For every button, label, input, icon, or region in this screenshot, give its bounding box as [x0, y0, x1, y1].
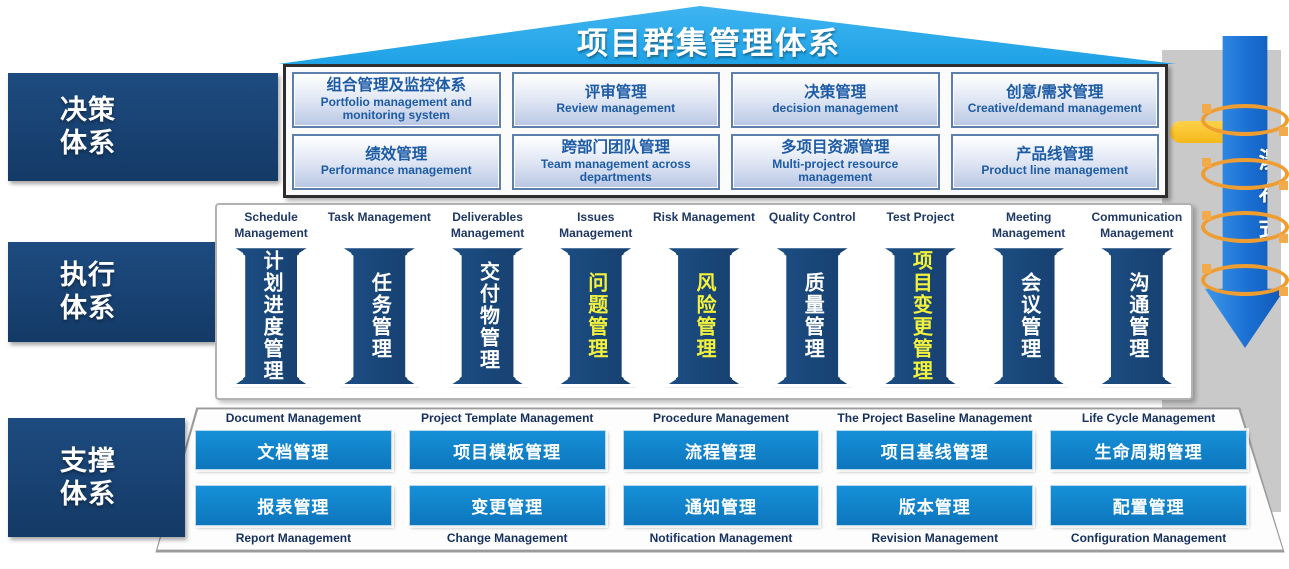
support-label-report: Report Management	[235, 531, 352, 545]
support-label-revision: Revision Management	[871, 531, 999, 545]
pillar-header-deliverables: Deliverables Management	[450, 210, 525, 240]
pillar-risk: 风险管理	[663, 245, 744, 388]
pillar-header-quality: Quality Control	[768, 210, 856, 224]
pillar-header-schedule: Schedule Management	[234, 210, 308, 240]
decision-box-en: Portfolio management and monitoring syst…	[320, 94, 472, 123]
roof-triangle: 项目群集管理体系	[278, 6, 1176, 64]
support-row1-boxes: 文档管理 项目模板管理 流程管理 项目基线管理 生命周期管理	[195, 430, 1247, 470]
decision-box-review: 评审管理 Review management	[511, 72, 720, 128]
loop-ring-icon	[1201, 158, 1289, 190]
loop-ring-icon	[1201, 264, 1289, 296]
pillar-text: 风险管理	[692, 272, 715, 361]
support-box-project-baseline: 项目基线管理	[836, 430, 1034, 470]
pillar-text: 计划进度管理	[260, 250, 283, 383]
pillar-text: 交付物管理	[476, 261, 499, 372]
pillar-meeting: 会议管理	[988, 245, 1069, 388]
decision-box-decision: 决策管理 decision management	[731, 72, 940, 128]
support-box-report: 报表管理	[195, 485, 392, 526]
execution-section-label-text: 执行体系	[60, 260, 116, 323]
support-label-configuration: Configuration Management	[1070, 531, 1227, 545]
decision-box-en: Performance management	[320, 163, 472, 178]
support-box-configuration: 配置管理	[1050, 485, 1247, 526]
pillar-text: 会议管理	[1017, 272, 1040, 361]
pillar-header-test: Test Project	[886, 210, 955, 224]
decision-box-team: 跨部门团队管理 Team management across departmen…	[511, 134, 720, 190]
decision-box-en: Review management	[556, 101, 676, 116]
support-box-document: 文档管理	[195, 430, 392, 470]
support-section-label-text: 支撑体系	[60, 445, 116, 509]
decision-box-portfolio: 组合管理及监控体系 Portfolio management and monit…	[292, 72, 501, 128]
support-label-life-cycle: Life Cycle Management	[1081, 411, 1216, 425]
decision-box-en: Multi-project resource management	[772, 156, 899, 185]
decision-box-zh: 产品线管理	[1015, 146, 1094, 164]
pillar-text: 质量管理	[801, 272, 824, 361]
support-label-project-baseline: The Project Baseline Management	[837, 411, 1033, 425]
decision-box-multi-project-resource: 多项目资源管理 Multi-project resource managemen…	[731, 134, 940, 190]
support-section-label: 支撑体系	[8, 418, 185, 537]
pillar-schedule: 计划进度管理	[231, 245, 312, 388]
decision-box-en: Creative/demand management	[967, 101, 1142, 116]
support-box-procedure: 流程管理	[622, 430, 820, 470]
execution-section-label: 执行体系	[8, 242, 215, 342]
support-label-notification: Notification Management	[649, 531, 793, 545]
pillar-task: 任务管理	[339, 245, 420, 388]
decision-box-zh: 决策管理	[804, 84, 867, 102]
decision-box-product-line: 产品线管理 Product line management	[950, 134, 1159, 190]
decision-box-en: Product line management	[981, 163, 1129, 178]
decision-box-zh: 组合管理及监控体系	[326, 77, 466, 95]
support-box-notification: 通知管理	[622, 485, 820, 526]
loop-ring-icon	[1201, 104, 1289, 136]
diagram-title: 项目群集管理体系	[577, 26, 842, 61]
support-label-project-template: Project Template Management	[420, 411, 594, 425]
decision-box-performance: 绩效管理 Performance management	[292, 134, 501, 190]
decision-section-label: 决策体系	[8, 73, 278, 181]
support-box-revision: 版本管理	[836, 485, 1034, 526]
execution-headers: Schedule Management Task Management Deli…	[217, 210, 1191, 241]
pillar-header-communication: Communication Management	[1091, 210, 1183, 240]
pillar-quality: 质量管理	[772, 245, 853, 388]
decision-box-zh: 创意/需求管理	[1006, 84, 1104, 102]
pillar-text: 任务管理	[368, 272, 391, 361]
decision-box-zh: 多项目资源管理	[780, 139, 890, 157]
decision-box-zh: 跨部门团队管理	[561, 139, 670, 157]
support-box-project-template: 项目模板管理	[408, 430, 606, 470]
support-box-life-cycle: 生命周期管理	[1050, 430, 1247, 470]
support-label-change: Change Management	[446, 531, 568, 545]
pillar-text: 沟通管理	[1125, 272, 1148, 361]
support-row1-labels: Document Management Project Template Man…	[195, 411, 1247, 425]
decision-section-label-text: 决策体系	[60, 95, 116, 158]
support-label-procedure: Procedure Management	[652, 411, 790, 425]
decision-box-creative-demand: 创意/需求管理 Creative/demand management	[950, 72, 1159, 128]
loop-ring-icon	[1201, 211, 1289, 243]
support-row2-boxes: 报表管理 变更管理 通知管理 版本管理 配置管理	[195, 485, 1247, 526]
pillar-header-task: Task Management	[327, 210, 431, 224]
pillar-issues: 问题管理	[555, 245, 636, 388]
pillar-header-risk: Risk Management	[652, 210, 755, 224]
execution-panel: Schedule Management Task Management Deli…	[215, 203, 1193, 400]
pillar-text: 问题管理	[584, 272, 607, 361]
pillar-deliverables: 交付物管理	[447, 245, 528, 388]
pillar-communication: 沟通管理	[1096, 245, 1177, 388]
decision-box-zh: 评审管理	[584, 84, 647, 102]
pillar-test: 项目变更管理	[880, 245, 961, 388]
decision-panel: 组合管理及监控体系 Portfolio management and monit…	[283, 64, 1168, 198]
pillar-text: 项目变更管理	[909, 250, 932, 383]
pillar-header-issues: Issues Management	[559, 210, 633, 240]
decision-box-en: decision management	[772, 101, 899, 116]
pillar-header-meeting: Meeting Management	[991, 210, 1066, 240]
pillar-row: 计划进度管理 任务管理 交付物管理 问题管理 风险管理 质量管理 项目变更管理 …	[217, 242, 1191, 390]
support-box-change: 变更管理	[408, 485, 606, 526]
support-label-document: Document Management	[225, 411, 362, 425]
decision-box-zh: 绩效管理	[365, 146, 428, 164]
support-row2-labels: Report Management Change Management Noti…	[195, 531, 1247, 545]
decision-box-en: Team management across departments	[540, 156, 691, 185]
